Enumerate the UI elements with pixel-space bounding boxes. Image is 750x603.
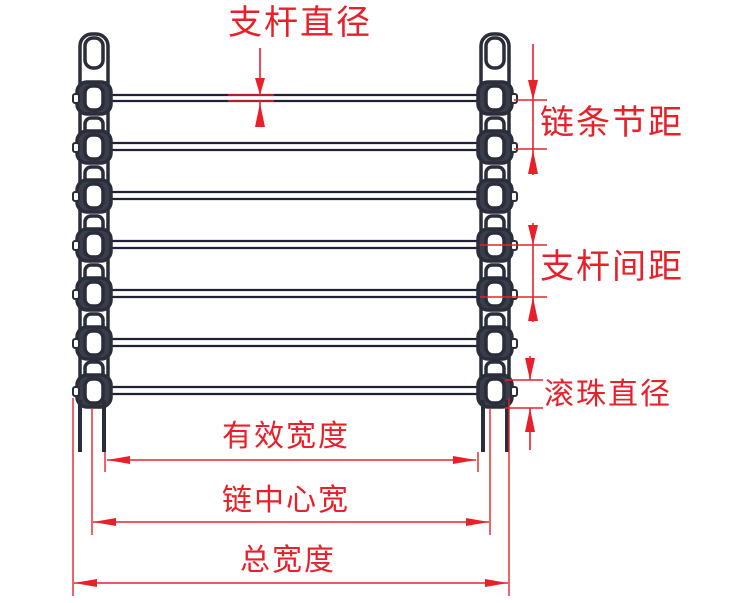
rod-spacing-dimension: [480, 223, 547, 322]
roller-diameter-dimension: [505, 356, 543, 450]
chain-pitch-dimension: [514, 44, 547, 175]
rod: [106, 141, 484, 152]
rod: [106, 190, 484, 201]
rod: [106, 337, 484, 348]
label-roller-diameter: 滚珠直径: [544, 377, 672, 412]
label-rod-spacing: 支杆间距: [540, 247, 684, 287]
support-rods: [106, 93, 484, 396]
total-width-dimension: [74, 579, 508, 587]
extension-lines: [72, 398, 510, 596]
rod: [106, 239, 484, 250]
label-rod-diameter: 支杆直径: [228, 3, 372, 43]
left-chain: [72, 32, 113, 452]
rod: [106, 93, 484, 103]
label-chain-center-width: 链中心宽: [222, 483, 350, 518]
label-effective-width: 有效宽度: [222, 419, 350, 454]
rod-diameter-highlight: [228, 94, 274, 102]
dimension-lines: [72, 44, 547, 596]
rod: [106, 385, 484, 396]
label-total-width: 总宽度: [240, 543, 336, 578]
chain-center-width-dimension: [93, 518, 489, 526]
rod-diameter-dimension: [255, 48, 265, 127]
right-chain: [476, 32, 518, 452]
rod: [106, 288, 484, 299]
label-chain-pitch: 链条节距: [540, 103, 684, 143]
effective-width-dimension: [107, 456, 476, 464]
